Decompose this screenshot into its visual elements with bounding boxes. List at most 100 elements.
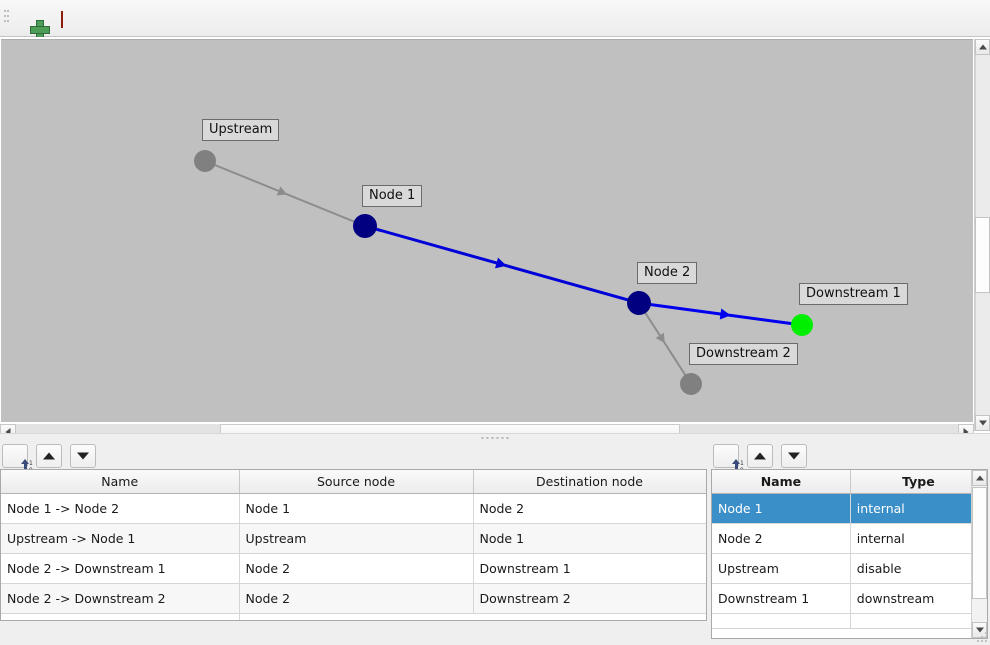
nodes-scroll-up-button[interactable]: [972, 470, 987, 486]
toolbar-grip[interactable]: [4, 10, 9, 28]
scroll-track-upper[interactable]: [975, 55, 990, 217]
empty-cell: [473, 613, 706, 620]
triangle-down-icon: [788, 452, 800, 460]
edge-source-cell[interactable]: Upstream: [239, 523, 474, 554]
chevron-up-icon: [975, 475, 984, 481]
graph-node[interactable]: [791, 314, 813, 336]
splitter-handle: [481, 437, 509, 439]
nodes-scroll-down-button[interactable]: [972, 622, 987, 638]
edge-destination-cell[interactable]: Downstream 2: [473, 583, 706, 614]
edge-source-cell[interactable]: Node 2: [239, 553, 474, 584]
edges-table-header-row: Name Source node Destination node: [1, 470, 706, 494]
edge-source-cell[interactable]: Node 2: [239, 583, 474, 614]
edge-name-cell[interactable]: Node 2 -> Downstream 2: [1, 583, 240, 614]
empty-cell: [850, 613, 987, 629]
main-toolbar: [0, 0, 990, 37]
nodes-move-up-button[interactable]: [747, 444, 773, 468]
graph-edge-arrow: [655, 332, 665, 344]
graph-vertical-scrollbar[interactable]: [974, 39, 990, 431]
edges-sort-button[interactable]: 19: [2, 444, 33, 474]
node-name-cell[interactable]: Downstream 1: [712, 583, 851, 614]
nodes-move-down-button[interactable]: [781, 444, 807, 468]
nodes-sort-button[interactable]: 19: [713, 444, 744, 474]
graph-node-label[interactable]: Node 2: [637, 262, 698, 284]
triangle-up-icon: [43, 452, 55, 460]
empty-cell: [239, 613, 473, 620]
node-name-cell[interactable]: Node 2: [712, 523, 851, 554]
edge-name-cell[interactable]: Upstream -> Node 1: [1, 523, 240, 554]
minus-icon: [61, 10, 63, 28]
nodes-column-header-type[interactable]: Type: [850, 470, 987, 494]
nodes-scroll-thumb[interactable]: [972, 487, 987, 599]
graph-edge[interactable]: [638, 302, 692, 385]
node-name-cell[interactable]: Node 1: [712, 493, 851, 524]
edge-source-cell[interactable]: Node 1: [239, 493, 474, 524]
edges-move-up-button[interactable]: [36, 444, 62, 468]
scroll-down-button[interactable]: [975, 415, 990, 431]
node-type-cell[interactable]: internal: [850, 523, 987, 554]
triangle-up-icon: [754, 452, 766, 460]
scroll-track-lower[interactable]: [975, 293, 990, 415]
horizontal-splitter[interactable]: [0, 433, 990, 442]
nodes-table-header-row: Name Type: [712, 470, 987, 494]
remove-node-button[interactable]: [49, 6, 75, 32]
nodes-column-header-name[interactable]: Name: [712, 470, 851, 494]
empty-cell: [712, 613, 851, 629]
edge-destination-cell[interactable]: Node 2: [473, 493, 706, 524]
graph-node[interactable]: [680, 373, 702, 395]
node-type-cell[interactable]: internal: [850, 493, 987, 524]
graph-node[interactable]: [194, 150, 216, 172]
edges-move-down-button[interactable]: [70, 444, 96, 468]
edges-toolbar: 19: [0, 442, 709, 474]
edges-table: Name Source node Destination node Node 1…: [1, 470, 706, 620]
empty-cell: [1, 613, 240, 620]
scroll-thumb[interactable]: [975, 217, 990, 293]
edges-table-container[interactable]: Name Source node Destination node Node 1…: [0, 469, 707, 621]
add-node-button[interactable]: [16, 6, 42, 32]
chevron-left-icon: [5, 427, 11, 436]
edges-column-header-name[interactable]: Name: [1, 470, 240, 494]
node-name-cell[interactable]: Upstream: [712, 553, 851, 584]
triangle-down-icon: [77, 452, 89, 460]
resize-grip[interactable]: [977, 632, 987, 642]
nodes-table-scrollbar[interactable]: [971, 470, 987, 638]
edges-pane: 19 Name Source node Destination node: [0, 442, 709, 621]
graph-node-label[interactable]: Upstream: [202, 119, 280, 141]
table-row-empty: [1, 613, 706, 620]
node-type-cell[interactable]: downstream: [850, 583, 987, 614]
node-type-cell[interactable]: disable: [850, 553, 987, 584]
table-row-empty: [712, 613, 987, 629]
graph-node-label[interactable]: Downstream 1: [799, 283, 908, 305]
scroll-up-button[interactable]: [975, 39, 990, 55]
graph-edge-arrow: [276, 186, 288, 196]
nodes-toolbar: 19: [711, 442, 990, 474]
graph-node-label[interactable]: Downstream 2: [689, 343, 798, 365]
graph-node[interactable]: [353, 214, 377, 238]
edge-destination-cell[interactable]: Downstream 1: [473, 553, 706, 584]
edge-name-cell[interactable]: Node 1 -> Node 2: [1, 493, 240, 524]
edge-destination-cell[interactable]: Node 1: [473, 523, 706, 554]
chevron-up-icon: [978, 44, 987, 50]
edge-name-cell[interactable]: Node 2 -> Downstream 1: [1, 553, 240, 584]
graph-node-label[interactable]: Node 1: [362, 185, 423, 207]
graph-node[interactable]: [627, 291, 651, 315]
edges-column-header-destination[interactable]: Destination node: [473, 470, 706, 494]
chevron-right-icon: [963, 427, 969, 436]
edges-column-header-source[interactable]: Source node: [239, 470, 474, 494]
